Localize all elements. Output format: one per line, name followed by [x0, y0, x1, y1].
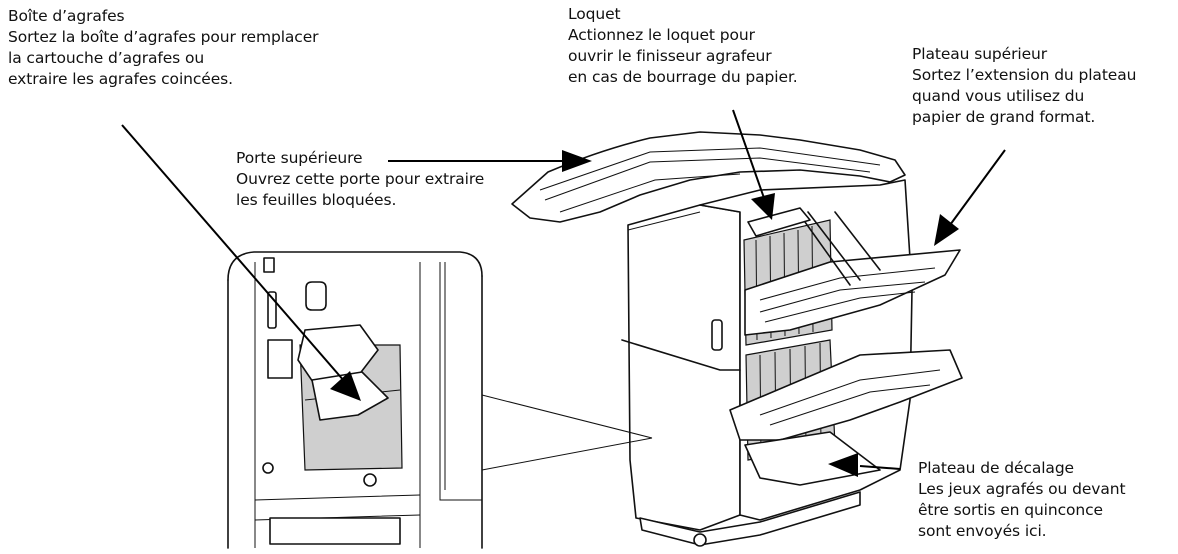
callout-top-door-desc: Ouvrez cette porte pour extraire les feu…	[236, 170, 485, 209]
callout-staple-box-desc: Sortez la boîte d’agrafes pour remplacer…	[8, 28, 319, 88]
callout-staple-box: Boîte d’agrafes Sortez la boîte d’agrafe…	[8, 6, 319, 90]
staple-box-inset	[227, 251, 653, 549]
callout-latch-title: Loquet	[568, 5, 621, 23]
callout-offset-tray-title: Plateau de décalage	[918, 459, 1074, 477]
callout-offset-tray-desc: Les jeux agrafés ou devant être sortis e…	[918, 480, 1126, 540]
callout-upper-tray-title: Plateau supérieur	[912, 45, 1047, 63]
callout-latch: Loquet Actionnez le loquet pour ouvrir l…	[568, 4, 798, 88]
callout-upper-tray-desc: Sortez l’extension du plateau quand vous…	[912, 66, 1137, 126]
finisher-unit	[511, 131, 963, 547]
callout-top-door: Porte supérieure Ouvrez cette porte pour…	[236, 148, 484, 211]
callout-top-door-title: Porte supérieure	[236, 149, 363, 167]
callout-latch-desc: Actionnez le loquet pour ouvrir le finis…	[568, 26, 798, 86]
callout-staple-box-title: Boîte d’agrafes	[8, 7, 125, 25]
callout-upper-tray: Plateau supérieur Sortez l’extension du …	[912, 44, 1136, 128]
callout-offset-tray: Plateau de décalage Les jeux agrafés ou …	[918, 458, 1126, 542]
